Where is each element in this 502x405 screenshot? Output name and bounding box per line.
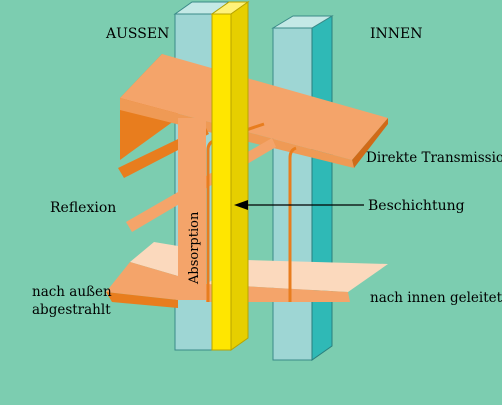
label-radiated-outward-line2: abgestrahlt xyxy=(32,302,111,318)
label-absorption: Absorption xyxy=(187,211,202,285)
inner-pane-side-face xyxy=(311,15,333,361)
outward-arrow-head xyxy=(106,262,178,300)
inward-band-top xyxy=(206,260,388,292)
absorption-column xyxy=(178,118,206,300)
label-inside: INNEN xyxy=(370,26,423,42)
inner-glass-pane xyxy=(271,15,334,361)
inner-pane-front-face xyxy=(272,27,313,361)
outward-radiation-arrow xyxy=(106,242,178,308)
incoming-band-tip xyxy=(352,118,388,168)
outer-glass-pane-front xyxy=(210,1,250,351)
coating-pointer-head xyxy=(234,200,248,210)
label-conducted-inward: nach innen geleitet xyxy=(370,290,502,306)
label-radiated-outward-line1: nach außen xyxy=(32,284,112,300)
heat-path-inner xyxy=(288,146,297,302)
label-reflection: Reflexion xyxy=(50,200,116,216)
label-coating: Beschichtung xyxy=(368,198,465,214)
label-direct-transmission: Direkte Transmission xyxy=(366,150,502,166)
coating-side-face xyxy=(230,1,249,351)
outward-arrow-edge xyxy=(106,292,178,308)
incoming-band-top xyxy=(120,54,388,160)
coating-pointer xyxy=(234,200,364,210)
outward-arrow-top xyxy=(130,242,178,276)
coating-layer xyxy=(211,13,232,351)
label-outside: AUSSEN xyxy=(105,26,169,42)
inner-pane-top-face xyxy=(271,15,334,29)
